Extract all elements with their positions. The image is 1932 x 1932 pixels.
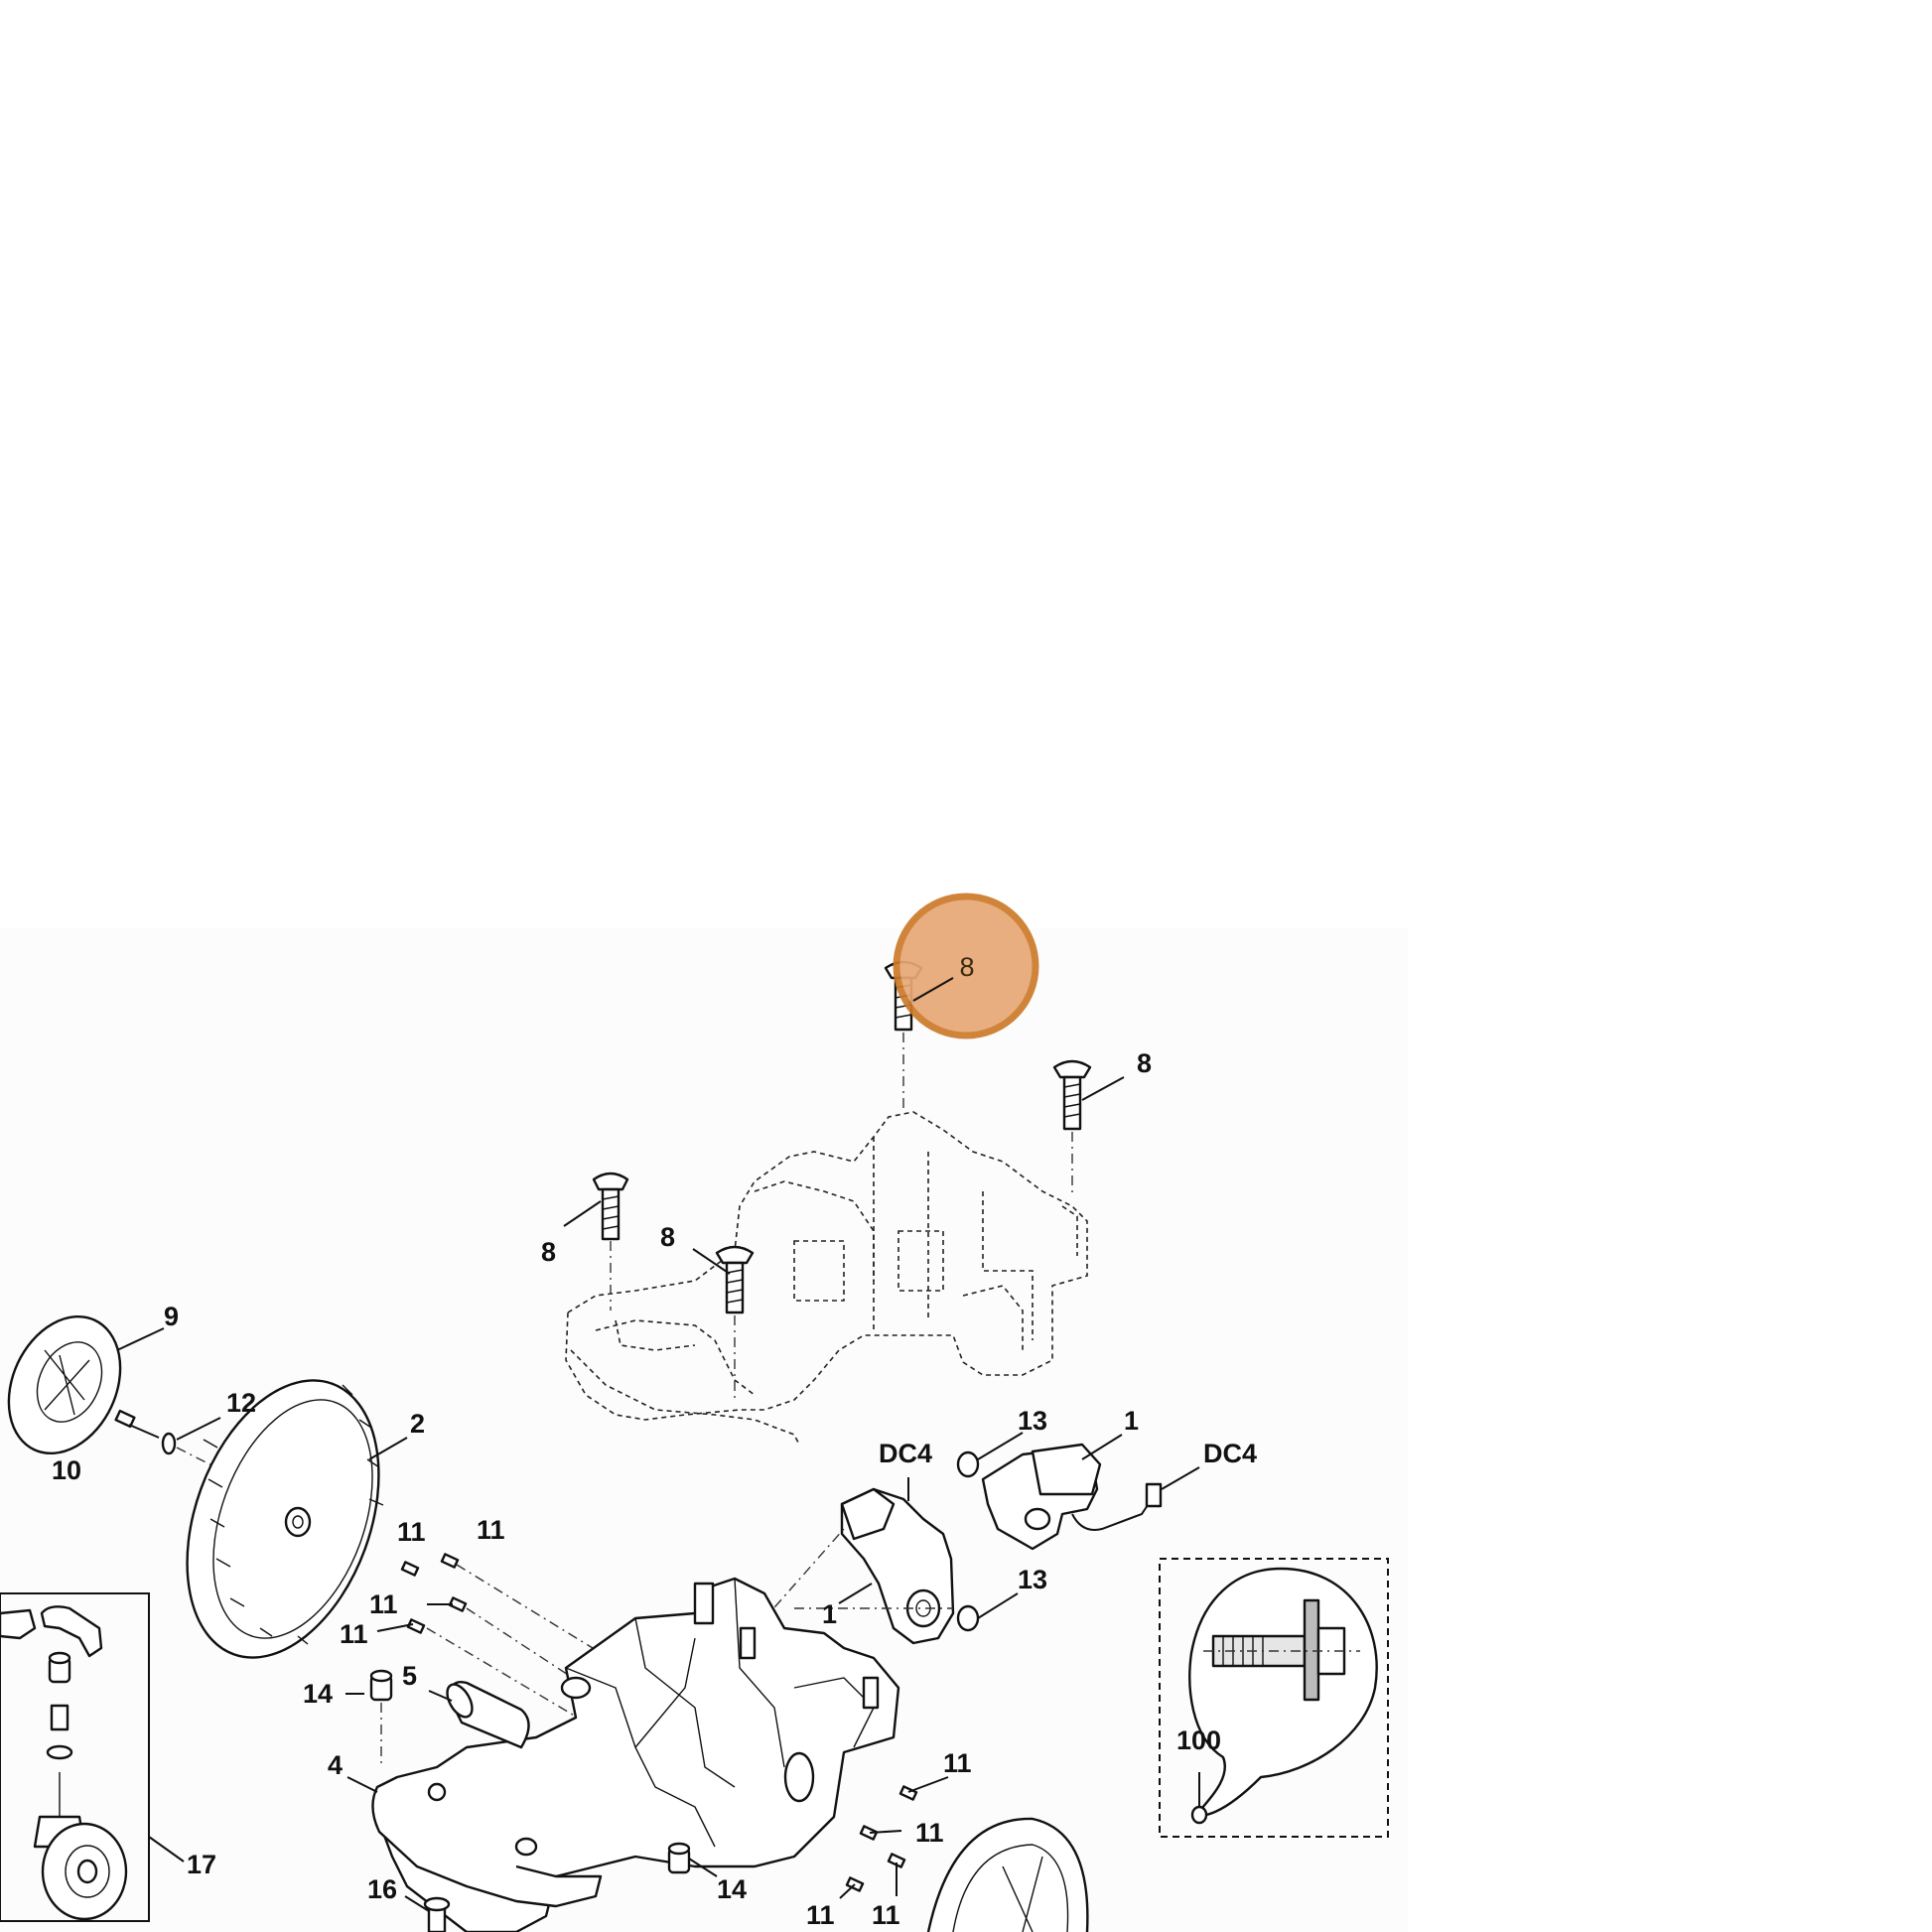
callout-17[interactable]: 17 [187, 1850, 216, 1879]
callout-4[interactable]: 4 [328, 1750, 343, 1780]
callout-13-lower[interactable]: 13 [1018, 1565, 1047, 1594]
highlight-label: 8 [959, 952, 974, 982]
callout-8-right[interactable]: 8 [1137, 1048, 1152, 1078]
wheel-2-lower [926, 1817, 1089, 1932]
callout-dc4-motor[interactable]: DC4 [879, 1439, 932, 1468]
callout-labels: 8 8 8 9 12 10 2 DC4 13 1 DC4 11 11 11 11… [52, 1048, 1257, 1930]
screw-10 [114, 1409, 160, 1439]
callout-11-g[interactable]: 11 [806, 1900, 835, 1930]
callout-9[interactable]: 9 [164, 1302, 179, 1331]
pin-16 [423, 1896, 451, 1932]
motor-1-upper [981, 1443, 1163, 1551]
callout-13-upper[interactable]: 13 [1018, 1406, 1047, 1436]
battery-5 [446, 1681, 530, 1749]
callout-12[interactable]: 12 [226, 1388, 256, 1418]
callout-11-e[interactable]: 11 [943, 1748, 972, 1778]
bushing-14-left [369, 1669, 393, 1767]
callout-16[interactable]: 16 [367, 1874, 397, 1904]
callout-8-left[interactable]: 8 [541, 1237, 556, 1267]
callout-10[interactable]: 10 [52, 1455, 81, 1485]
callout-11-d[interactable]: 11 [340, 1619, 368, 1649]
callout-1-lower[interactable]: 1 [822, 1599, 837, 1629]
washer-13-upper [956, 1450, 980, 1478]
callout-11-h[interactable]: 11 [872, 1900, 900, 1930]
detail-inset-100 [1159, 1558, 1389, 1838]
highlight-leader [912, 977, 954, 1002]
wheel-2 [186, 1379, 384, 1659]
callout-11-c[interactable]: 11 [369, 1589, 398, 1619]
washer-13-lower [956, 1604, 980, 1632]
chassis-lower-4 [371, 1577, 900, 1932]
screw-8-left [592, 1172, 629, 1311]
motor-1-lower [615, 1487, 955, 1788]
caster-detail-17 [0, 1592, 150, 1922]
callout-1-upper[interactable]: 1 [1124, 1406, 1139, 1436]
bushing-14-bottom [667, 1842, 691, 1874]
callout-14-bottom[interactable]: 14 [717, 1874, 747, 1904]
screws-11-lower [845, 1785, 918, 1892]
screw-8-mid [715, 1245, 755, 1400]
leader-lines [116, 977, 1200, 1912]
highlight-marker[interactable] [893, 893, 1039, 1039]
chassis-upper-ghost [565, 1111, 1088, 1446]
callout-100[interactable]: 100 [1176, 1725, 1221, 1755]
screw-8-right [1052, 1059, 1092, 1196]
callout-11-a[interactable]: 11 [397, 1517, 426, 1547]
hub-cap-9 [7, 1314, 122, 1455]
callout-14-left[interactable]: 14 [303, 1679, 333, 1709]
callout-5[interactable]: 5 [402, 1661, 417, 1691]
callout-11-f[interactable]: 11 [915, 1818, 944, 1848]
callout-dc4-cable[interactable]: DC4 [1203, 1439, 1257, 1468]
callout-11-b[interactable]: 11 [477, 1515, 505, 1545]
callout-8-mid[interactable]: 8 [660, 1222, 675, 1252]
callout-2[interactable]: 2 [410, 1409, 425, 1439]
